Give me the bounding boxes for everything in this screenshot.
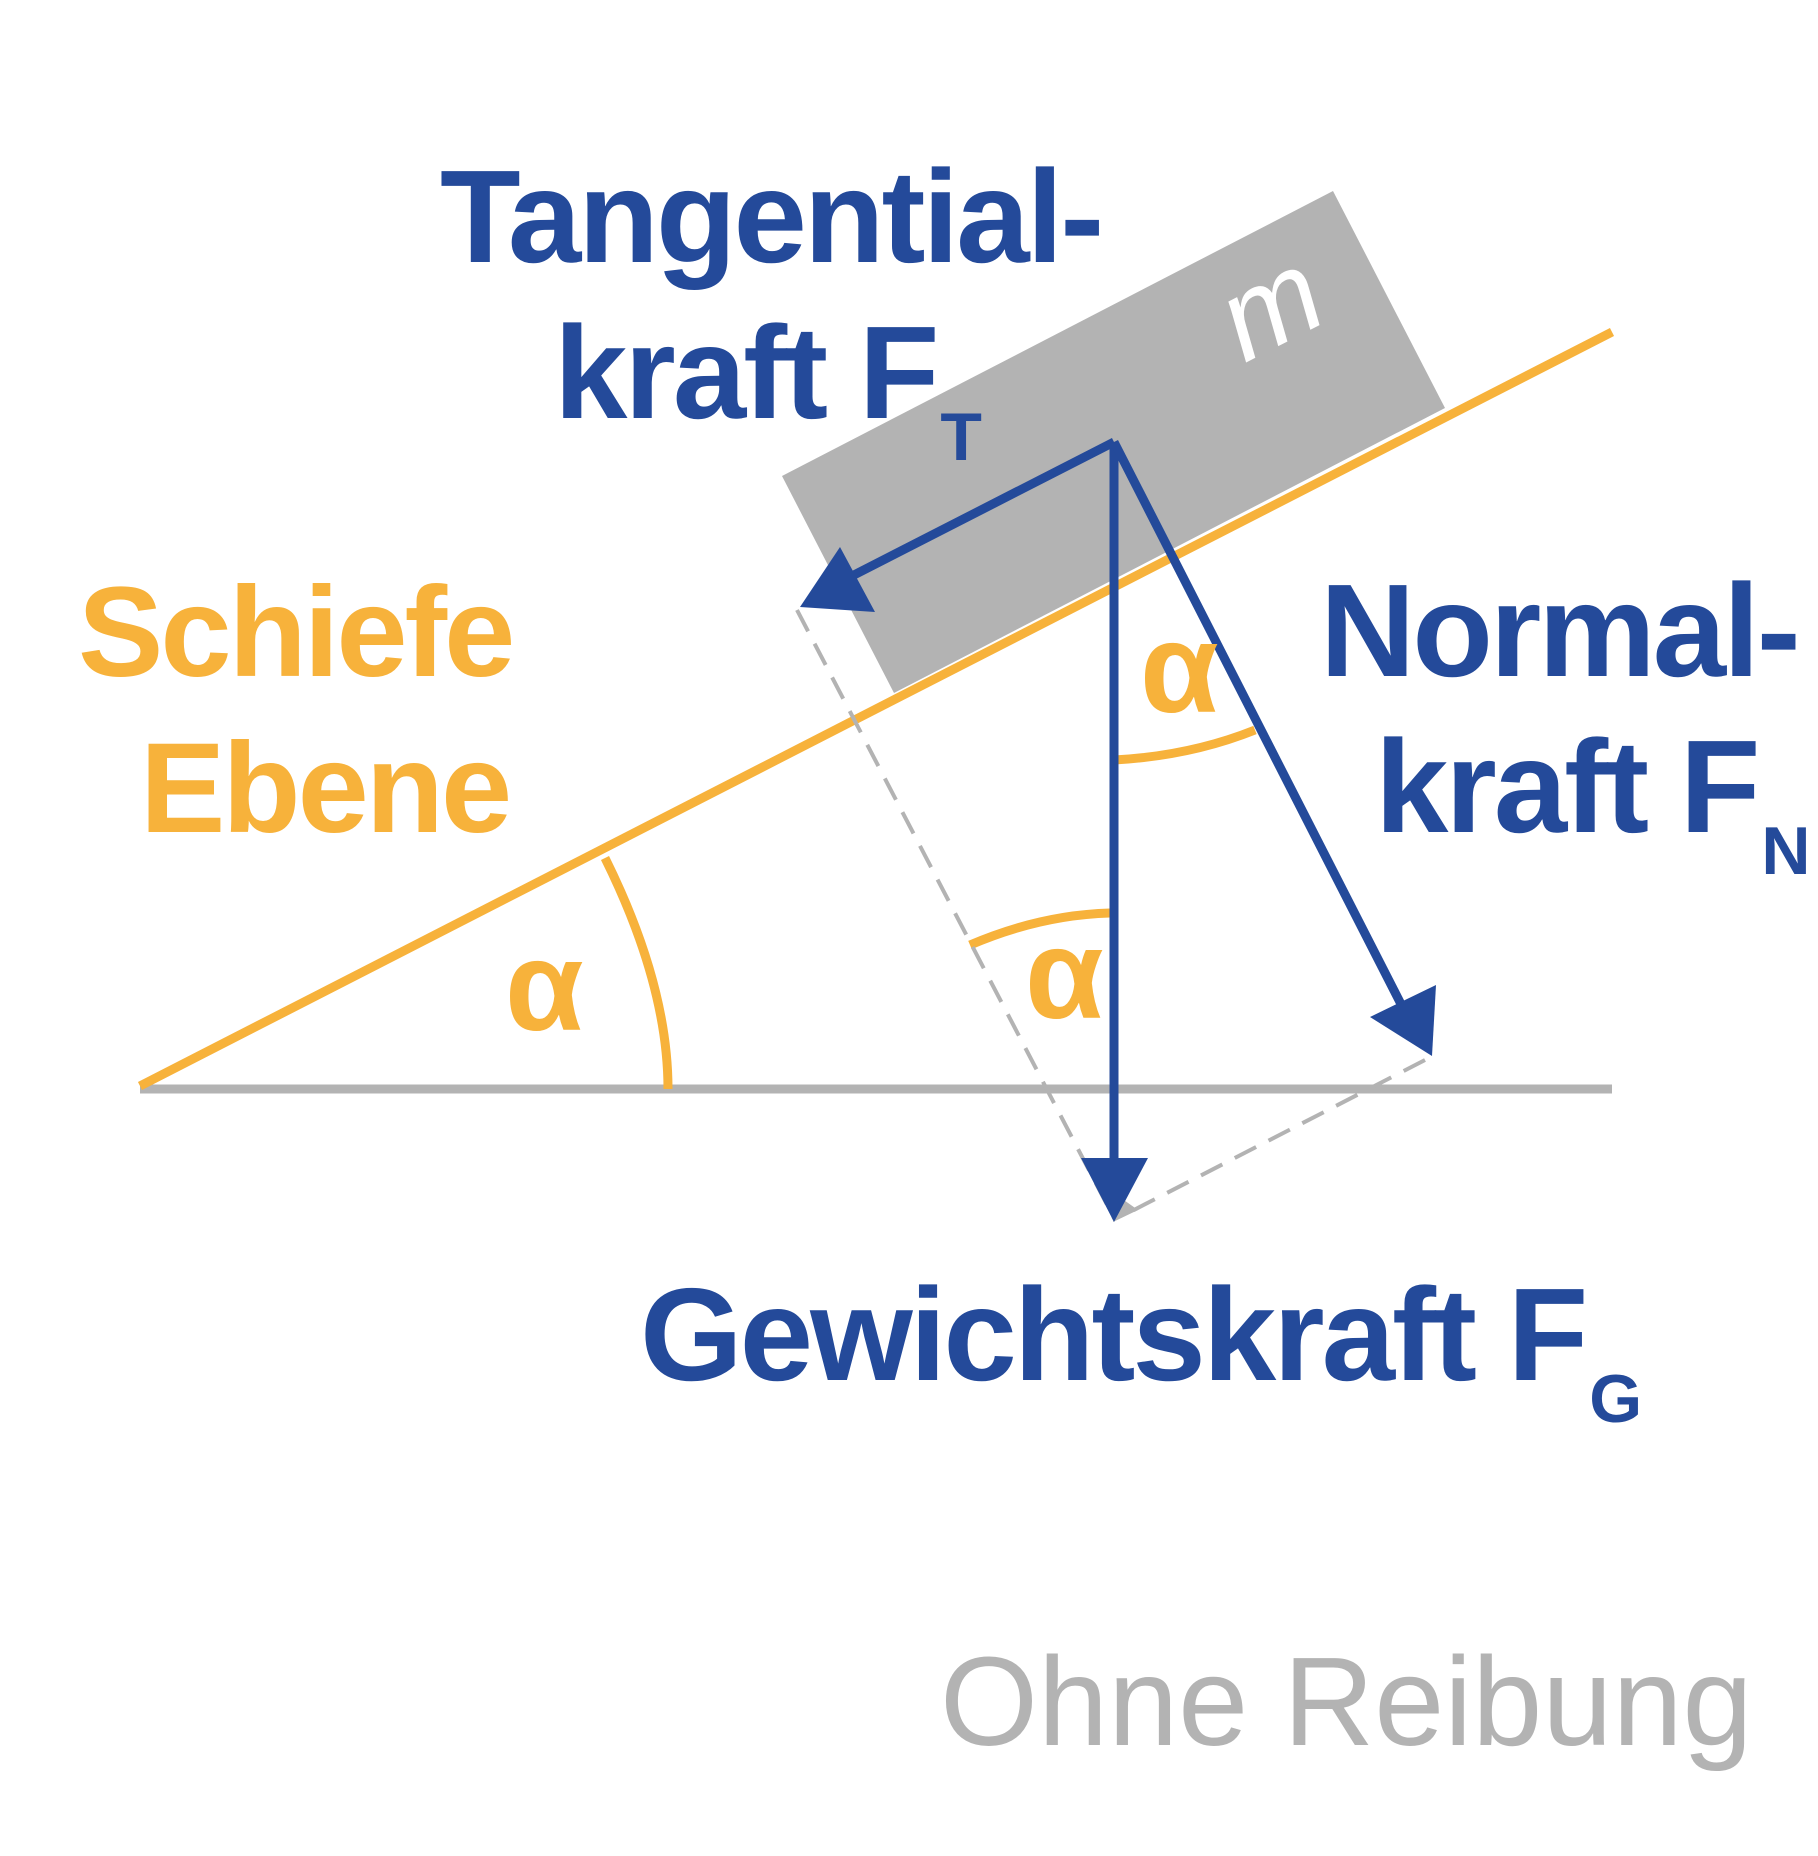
normal-force-arrow-shaft: [1109, 439, 1410, 1015]
normal-force-label-subscript: N: [1761, 813, 1807, 889]
normal-force-label-main: kraft F: [1375, 713, 1757, 860]
inclined-plane-label-line1: Schiefe: [78, 561, 512, 704]
inclined-plane-label-line2: Ebene: [140, 717, 509, 860]
tangential-force-label-line1: Tangential-: [440, 143, 1101, 290]
normal-force-arrowhead: [1370, 985, 1436, 1056]
normal-force-label-line1: Normal-: [1320, 557, 1798, 704]
tangential-force-arrow-shaft: [849, 437, 1117, 581]
decomposition-dashed-line-normal: [1129, 1058, 1426, 1214]
tangential-force-label-main: kraft F: [554, 299, 936, 446]
weight-force-arrowhead: [1081, 1158, 1148, 1222]
angle-arc-base: [600, 856, 673, 1090]
angle-label-base: α: [505, 915, 584, 1058]
inclined-plane-line: [137, 327, 1615, 1091]
caption-no-friction: Ohne Reibung: [940, 1631, 1753, 1772]
normal-force-label-line2: kraft FN: [1375, 713, 1808, 889]
tangential-force-arrowhead: [800, 547, 875, 612]
angle-arc-weight: [968, 908, 1111, 950]
tangential-force-label-subscript: T: [940, 399, 981, 475]
weight-force-label-main: Gewichtskraft F: [640, 1261, 1585, 1408]
angle-label-weight: α: [1025, 903, 1104, 1046]
weight-force-label-subscript: G: [1589, 1361, 1639, 1437]
weight-force-label: Gewichtskraft FG: [640, 1261, 1639, 1437]
decomposition-dashed-line-tangential: [795, 609, 1117, 1221]
tangential-force-label-line2: kraft FT: [554, 299, 981, 475]
angle-arc-normal: [1113, 725, 1257, 765]
angle-label-normal: α: [1140, 597, 1219, 740]
